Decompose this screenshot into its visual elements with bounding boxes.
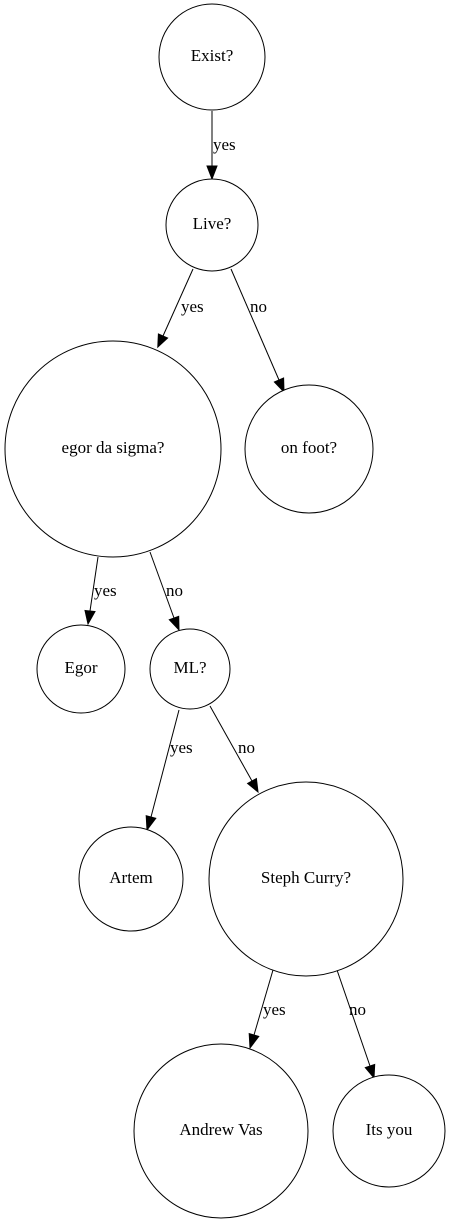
edge-egor-sigma-egor: yes (84, 556, 117, 626)
edge-egor-sigma-ml: no (149, 551, 183, 632)
edge-label-egor-sigma-ml: no (166, 581, 183, 600)
node-andrew-vas: Andrew Vas (133, 1043, 309, 1219)
edge-exist-live: yes (206, 111, 236, 181)
node-label-andrew-vas: Andrew Vas (179, 1120, 262, 1139)
node-label-on-foot: on foot? (281, 438, 337, 457)
node-label-artem: Artem (109, 868, 152, 887)
edge-steph-curry-andrew-vas: yes (248, 969, 286, 1050)
edge-label-live-on-foot: no (250, 297, 267, 316)
node-steph-curry: Steph Curry? (208, 781, 404, 977)
edge-label-egor-sigma-egor: yes (94, 581, 117, 600)
edge-live-on-foot: no (230, 268, 285, 394)
edge-live-egor-sigma: yes (157, 268, 204, 349)
edge-ml-steph-curry: no (209, 705, 259, 794)
edge-label-ml-artem: yes (170, 738, 193, 757)
edge-label-exist-live: yes (213, 135, 236, 154)
node-exist: Exist? (158, 3, 266, 111)
node-live: Live? (165, 178, 259, 272)
edge-label-steph-curry-andrew-vas: yes (263, 1000, 286, 1019)
node-label-egor-da-sigma: egor da sigma? (62, 438, 165, 457)
edge-label-ml-steph-curry: no (238, 738, 255, 757)
node-label-live: Live? (193, 214, 232, 233)
node-its-you: Its you (332, 1074, 446, 1188)
node-on-foot: on foot? (244, 384, 374, 514)
node-label-its-you: Its you (366, 1120, 413, 1139)
edge-label-steph-curry-its-you: no (349, 1000, 366, 1019)
edge-label-live-egor-sigma: yes (181, 297, 204, 316)
edge-ml-artem: yes (145, 709, 193, 832)
node-egor: Egor (36, 624, 126, 714)
node-label-egor: Egor (64, 658, 97, 677)
edge-steph-curry-its-you: no (336, 969, 376, 1080)
node-artem: Artem (78, 826, 184, 932)
node-label-ml: ML? (173, 658, 206, 677)
node-label-exist: Exist? (191, 46, 234, 65)
node-egor-da-sigma: egor da sigma? (4, 340, 222, 558)
node-ml: ML? (149, 628, 231, 710)
node-label-steph-curry: Steph Curry? (261, 868, 351, 887)
